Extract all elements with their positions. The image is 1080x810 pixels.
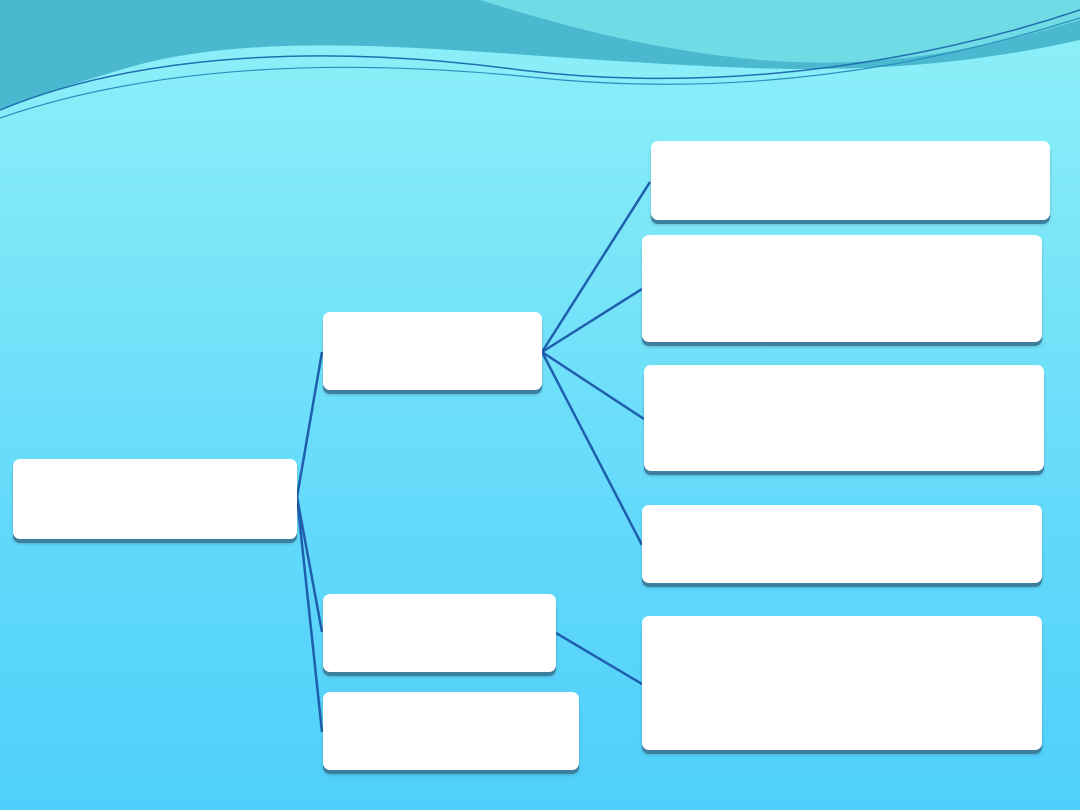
connector-root-to-node2	[295, 496, 324, 633]
level2-node-3	[644, 365, 1044, 471]
level1-node-3	[323, 692, 579, 770]
connector-node1-to-leaf3	[541, 350, 645, 421]
header-wave-decoration	[0, 0, 1080, 119]
level1-node-1	[323, 312, 542, 390]
level2-node-5	[642, 616, 1042, 750]
connector-node1-to-leaf2	[541, 287, 643, 354]
connector-root-to-node1	[295, 351, 324, 498]
level2-node-4	[642, 505, 1042, 583]
connector-node2-to-leaf5	[555, 631, 643, 686]
level2-node-1	[651, 141, 1050, 220]
root-node	[13, 459, 297, 539]
connector-node1-to-leaf4	[540, 351, 644, 546]
level1-node-2	[323, 594, 556, 672]
connector-node1-to-leaf1	[540, 181, 652, 353]
connector-root-to-node3	[295, 496, 324, 733]
level2-node-2	[642, 235, 1042, 342]
